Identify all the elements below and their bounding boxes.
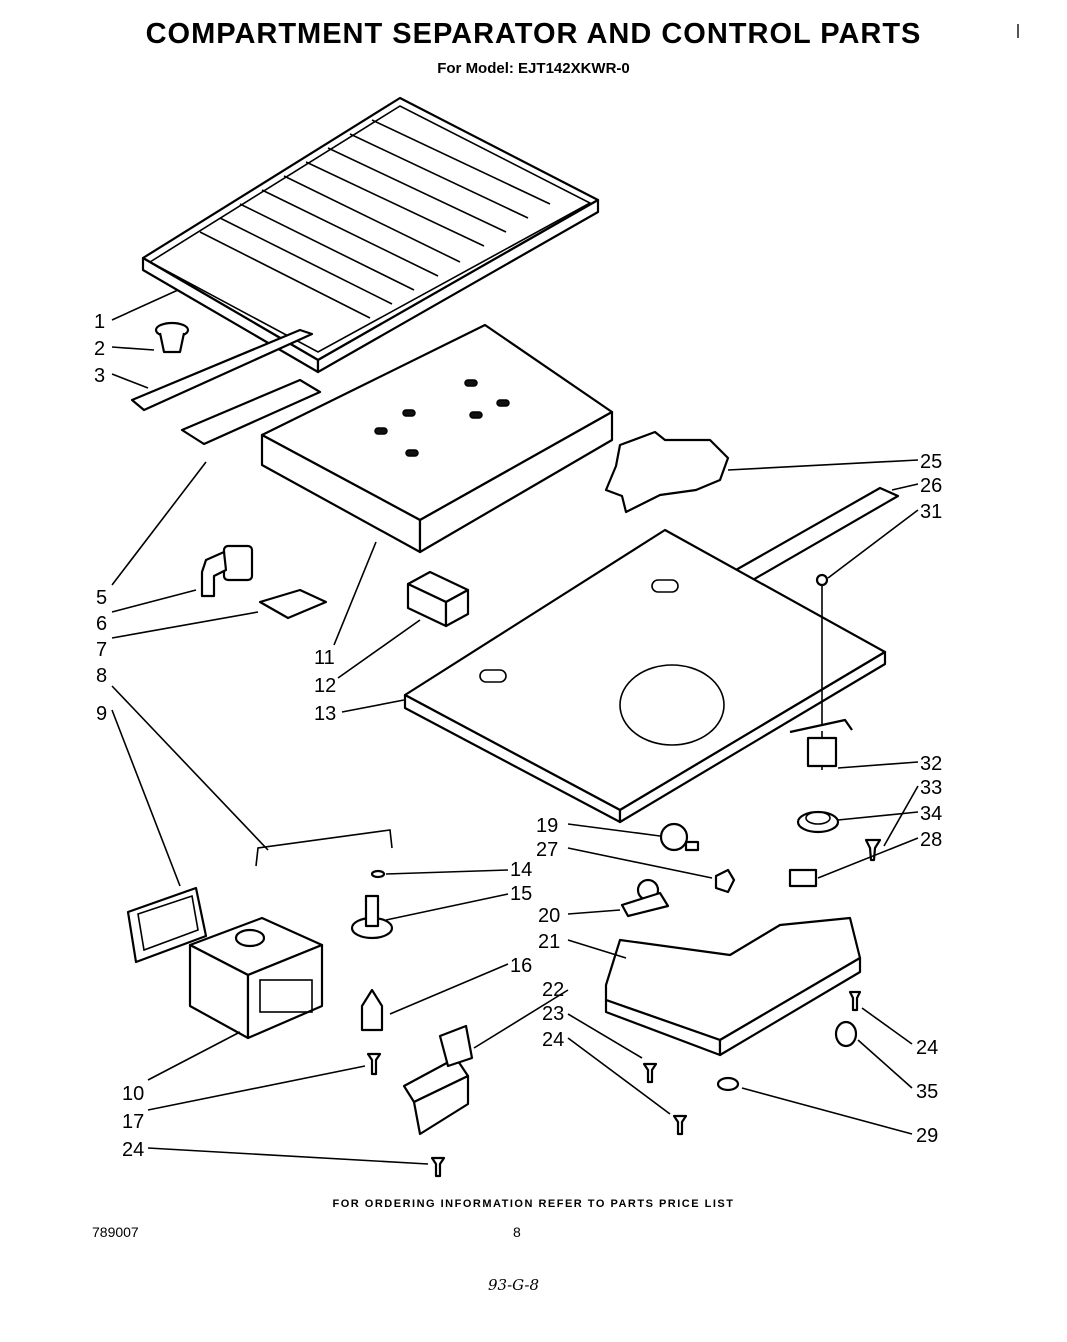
part-28-switch [788,868,818,888]
callout-24-right: 24 [916,1037,938,1059]
part-32-thermostat [789,718,853,768]
callout-19: 19 [536,815,558,837]
handwritten-note: 93-G-8 [488,1276,540,1294]
callout-5: 5 [96,587,107,609]
callout-34: 34 [920,803,942,825]
part-27-socket [714,868,736,894]
callout-1: 1 [94,311,105,333]
part-9-gasket [126,886,208,964]
callout-22: 22 [542,979,564,1001]
part-20-light-socket [620,878,670,918]
callout-17: 17 [122,1111,144,1133]
callout-11: 11 [314,647,335,669]
model-line: For Model: EJT142XKWR-0 [437,60,630,77]
callout-27: 27 [536,839,558,861]
callout-13: 13 [314,703,336,725]
part-22-bracket [402,1024,474,1136]
part-13-bottom-panel [403,528,887,824]
callout-24-bottom: 24 [122,1139,144,1161]
ordering-note: FOR ORDERING INFORMATION REFER TO PARTS … [332,1198,735,1210]
callout-labels: 1 2 3 5 6 7 8 9 10 11 12 13 14 15 16 17 … [94,311,942,1161]
callout-33: 33 [920,777,942,799]
part-17-screw [366,1052,382,1076]
part-29-foot [716,1076,740,1092]
callout-3: 3 [94,365,105,387]
callout-15: 15 [510,883,532,905]
callout-32: 32 [920,753,942,775]
document-number: 789007 [92,1224,139,1240]
callout-7: 7 [96,639,107,661]
callout-31: 31 [920,501,942,523]
part-11-insulation-block [260,323,614,554]
callout-2: 2 [94,338,105,360]
part-16-knob [360,988,384,1032]
part-34-knob [796,810,840,834]
part-19-bulb [659,822,700,852]
callout-12: 12 [314,675,336,697]
callout-24-housing: 24 [542,1029,564,1051]
callout-29: 29 [916,1125,938,1147]
callout-6: 6 [96,613,107,635]
callout-28: 28 [920,829,942,851]
part-25-baffle [604,430,730,514]
part-21-control-housing [604,916,862,1057]
part-24-screw-c [430,1156,446,1178]
callout-8: 8 [96,665,107,687]
part-7-bracket [258,588,328,620]
part-10-control-box [188,916,324,1040]
part-3-strip [130,328,314,412]
part-1-separator-cover [141,96,600,374]
part-2-plug [154,321,190,354]
part-23-screw [642,1062,658,1084]
part-15-shaft-assembly [350,894,394,940]
callout-21: 21 [538,931,560,953]
callout-9: 9 [96,703,107,725]
callout-16: 16 [510,955,532,977]
part-35-bushing [834,1020,858,1048]
callout-14: 14 [510,859,532,881]
part-24-screw-b [848,990,862,1012]
margin-mark [1017,24,1019,38]
part-14-clip [370,869,386,879]
callout-20: 20 [538,905,560,927]
part-8-link-rod [255,829,393,867]
part-5-channel [180,378,322,446]
part-12-block [406,570,470,628]
callout-35: 35 [916,1081,938,1103]
page-number: 8 [513,1224,521,1240]
page-title: COMPARTMENT SEPARATOR AND CONTROL PARTS [145,18,922,50]
callout-10: 10 [122,1083,144,1105]
part-24-screw-a [672,1114,688,1136]
callout-25: 25 [920,451,942,473]
callout-23: 23 [542,1003,564,1025]
leader-lines [111,289,919,1165]
part-6-elbow [200,544,254,598]
part-33-screw [864,838,882,862]
callout-26: 26 [920,475,942,497]
